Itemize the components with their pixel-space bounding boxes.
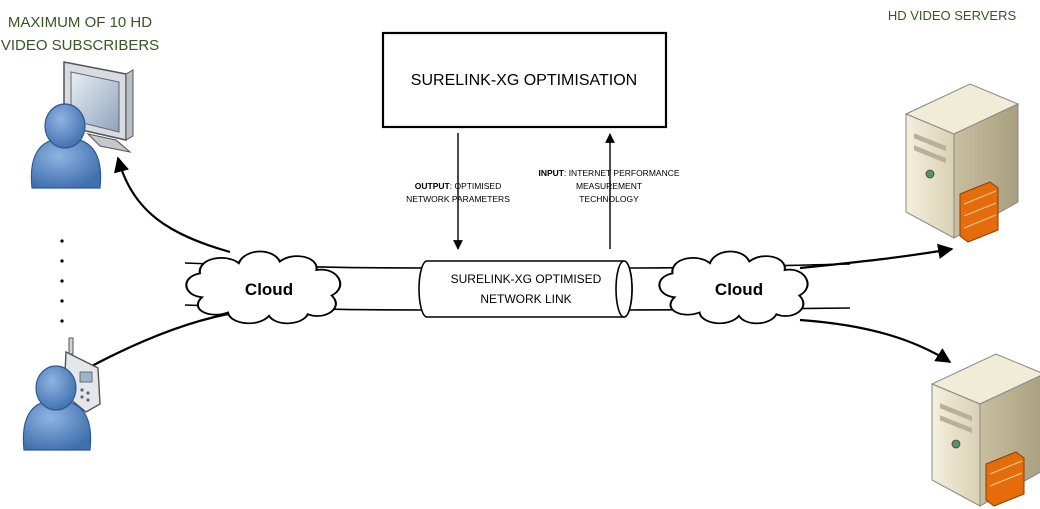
- servers-heading: HD VIDEO SERVERS: [888, 8, 1017, 23]
- cloud-left: Cloud: [185, 250, 342, 325]
- output-label-rest: : OPTIMISED: [450, 181, 501, 191]
- input-label-rest: : INTERNET PERFORMANCE: [564, 168, 680, 178]
- input-label-bold: INPUT: [538, 168, 564, 178]
- arrow-to-monitor-user: [114, 156, 231, 254]
- output-label-line2: NETWORK PARAMETERS: [406, 194, 510, 204]
- cloud-right: Cloud: [658, 250, 809, 325]
- user-with-monitor-icon: [30, 61, 134, 189]
- connection-arrows: [87, 156, 954, 369]
- svg-text:OUTPUT: OPTIMISED: OUTPUT: OPTIMISED: [415, 181, 501, 191]
- optimised-network-link: SURELINK-XG OPTIMISED NETWORK LINK: [418, 260, 633, 318]
- subscribers-heading-line1: MAXIMUM OF 10 HD: [8, 14, 152, 31]
- cloud-left-label: Cloud: [245, 280, 293, 299]
- optimisation-box-label: SURELINK-XG OPTIMISATION: [411, 72, 637, 89]
- cloud-right-label: Cloud: [715, 280, 763, 299]
- firewall-icon: [985, 451, 1025, 507]
- arrow-to-server-bottom: [799, 318, 952, 363]
- input-label-line2: MEASUREMENT: [576, 181, 642, 191]
- input-label-line3: TECHNOLOGY: [579, 194, 639, 204]
- server-with-firewall-icon: [904, 83, 1020, 243]
- output-label: OUTPUT: OPTIMISED NETWORK PARAMETERS: [406, 181, 510, 204]
- link-from-phone-user: [87, 310, 241, 369]
- more-subscribers-dots: [60, 239, 64, 323]
- output-label-bold: OUTPUT: [415, 181, 451, 191]
- svg-text:INPUT: INTERNET PERFORMANCE: INPUT: INTERNET PERFORMANCE: [538, 168, 679, 178]
- subscribers-heading-line2: VIDEO SUBSCRIBERS: [1, 37, 159, 54]
- arrow-to-server-top: [799, 243, 954, 270]
- network-link-line1: SURELINK-XG OPTIMISED: [451, 272, 602, 286]
- firewall-icon: [959, 181, 999, 243]
- server-with-firewall-icon: [930, 353, 1040, 507]
- input-label: INPUT: INTERNET PERFORMANCE MEASUREMENT …: [538, 168, 679, 204]
- optimisation-box: SURELINK-XG OPTIMISATION: [381, 31, 668, 129]
- user-with-phone-icon: [22, 337, 101, 451]
- network-link-line2: NETWORK LINK: [480, 292, 571, 306]
